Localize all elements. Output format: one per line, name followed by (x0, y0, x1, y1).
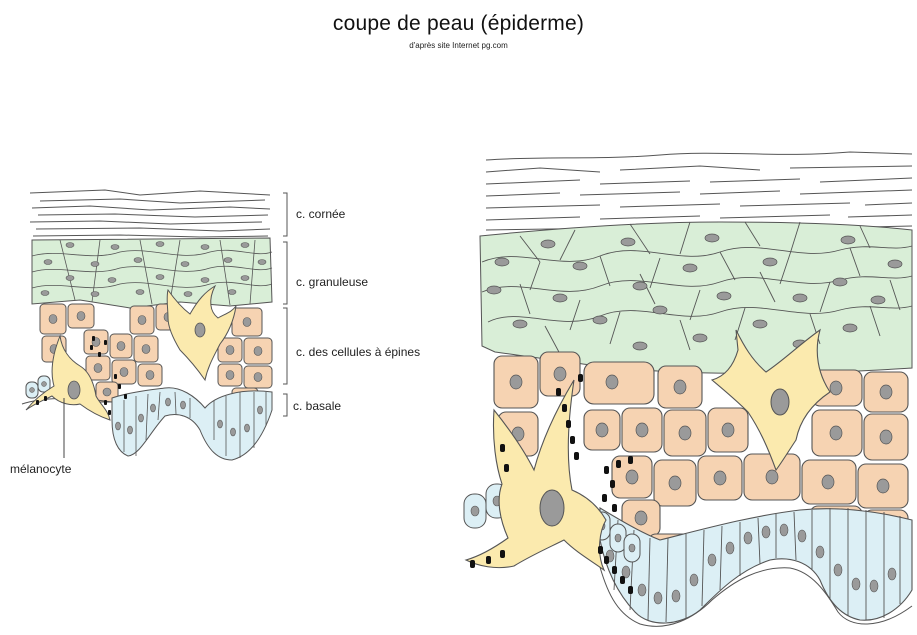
label-basale: c. basale (293, 399, 341, 413)
label-granuleuse: c. granuleuse (296, 275, 368, 289)
detail-granuleuse-layer (480, 222, 912, 373)
label-cornee: c. cornée (296, 207, 345, 221)
label-epines: c. des cellules à épines (296, 345, 420, 359)
detail-diagram (464, 152, 912, 626)
label-melanocyte: mélanocyte (10, 462, 71, 476)
small-cornee-layer (30, 190, 270, 237)
small-diagram (22, 190, 287, 460)
small-granuleuse-layer (32, 238, 272, 308)
layer-brackets (283, 193, 287, 416)
detail-cornee-layer (486, 152, 912, 230)
